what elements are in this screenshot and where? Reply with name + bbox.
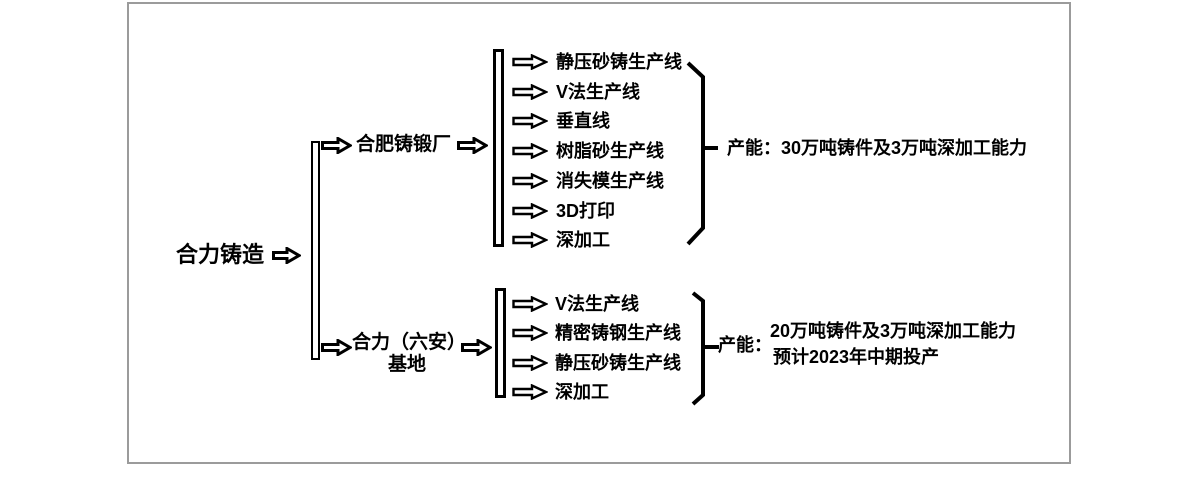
branch2-node-label: 合力（六安） 基地 bbox=[352, 332, 467, 376]
right-arrow-icon bbox=[512, 232, 548, 248]
right-arrow-icon bbox=[512, 54, 548, 70]
production-line-label: 精密铸钢生产线 bbox=[555, 323, 681, 343]
right-arrow-icon bbox=[512, 296, 548, 312]
right-arrow-icon bbox=[512, 355, 548, 371]
production-line-label: V法生产线 bbox=[555, 294, 640, 314]
production-line-label: 静压砂铸生产线 bbox=[556, 52, 682, 72]
production-line-label: 消失模生产线 bbox=[556, 171, 664, 191]
diagram-frame bbox=[127, 2, 1071, 464]
branch2-node-line2: 基地 bbox=[387, 354, 426, 375]
branch2-capacity-prefix: 产能： bbox=[718, 335, 772, 355]
branch2-capacity-line1: 20万吨铸件及3万吨深加工能力 bbox=[770, 321, 1017, 341]
root-node-label: 合力铸造 bbox=[176, 242, 265, 267]
flow-arrow-icon bbox=[457, 137, 488, 154]
production-line-label: 深加工 bbox=[556, 230, 610, 250]
branch1-node-label: 合肥铸锻厂 bbox=[356, 134, 452, 155]
flow-arrow-icon bbox=[321, 339, 352, 356]
right-arrow-icon bbox=[512, 84, 548, 100]
right-arrow-icon bbox=[512, 113, 548, 129]
right-arrow-icon bbox=[512, 173, 548, 189]
right-arrow-icon bbox=[512, 384, 548, 400]
right-arrow-icon bbox=[512, 325, 548, 341]
production-line-label: 3D打印 bbox=[556, 201, 616, 221]
branch2-node-line1: 合力（六安） bbox=[352, 332, 467, 353]
right-arrow-icon bbox=[512, 203, 548, 219]
production-line-label: 垂直线 bbox=[556, 111, 610, 131]
branch1-list-bar bbox=[493, 49, 504, 247]
production-line-label: V法生产线 bbox=[556, 82, 641, 102]
flow-arrow-icon bbox=[272, 247, 301, 264]
right-arrow-icon bbox=[512, 143, 548, 159]
flow-arrow-icon bbox=[321, 137, 352, 154]
brace-right bbox=[686, 61, 718, 246]
production-line-label: 深加工 bbox=[555, 382, 609, 402]
flow-arrow-icon bbox=[461, 339, 492, 356]
production-line-label: 树脂砂生产线 bbox=[556, 141, 664, 161]
branch2-capacity-line2: 预计2023年中期投产 bbox=[773, 347, 940, 367]
main-bracket-bar bbox=[311, 141, 320, 360]
branch2-list-bar bbox=[495, 288, 506, 398]
production-line-label: 静压砂铸生产线 bbox=[555, 353, 681, 373]
brace-right bbox=[691, 291, 719, 406]
branch1-capacity-text: 产能：30万吨铸件及3万吨深加工能力 bbox=[727, 138, 1028, 158]
